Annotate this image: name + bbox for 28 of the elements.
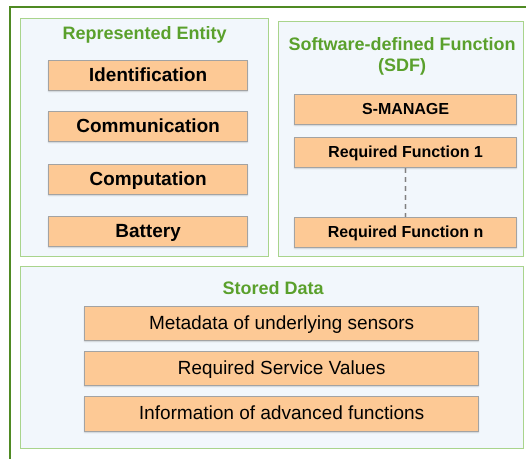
panel-title: Stored Data <box>221 278 325 299</box>
component-box <box>294 94 517 125</box>
component-box <box>48 60 248 91</box>
dashed-connector <box>404 168 406 217</box>
stored-data-panel <box>20 266 524 449</box>
component-box <box>48 164 248 195</box>
outer-frame <box>9 6 526 459</box>
component-label: Computation <box>89 168 207 190</box>
component-box <box>294 217 517 248</box>
component-label: Information of advanced functions <box>138 403 424 425</box>
component-label: Required Service Values <box>178 358 386 380</box>
component-box <box>84 396 479 432</box>
component-label: Required Function 1 <box>328 144 483 162</box>
component-label: S-MANAGE <box>362 100 450 118</box>
component-box <box>48 111 248 142</box>
sdf-panel <box>278 21 524 257</box>
entity-panel <box>20 18 269 257</box>
panel-title: Represented Entity <box>61 23 228 44</box>
component-label: Identification <box>88 64 208 86</box>
panel-title: Software-defined Function (SDF) <box>288 34 516 76</box>
component-box <box>294 137 517 168</box>
component-label: Required Function n <box>328 224 484 242</box>
component-box <box>84 306 479 341</box>
component-label: Battery <box>115 220 181 242</box>
component-box <box>48 216 248 247</box>
component-box <box>84 351 479 386</box>
component-label: Metadata of underlying sensors <box>148 312 414 334</box>
component-label: Communication <box>76 116 220 138</box>
